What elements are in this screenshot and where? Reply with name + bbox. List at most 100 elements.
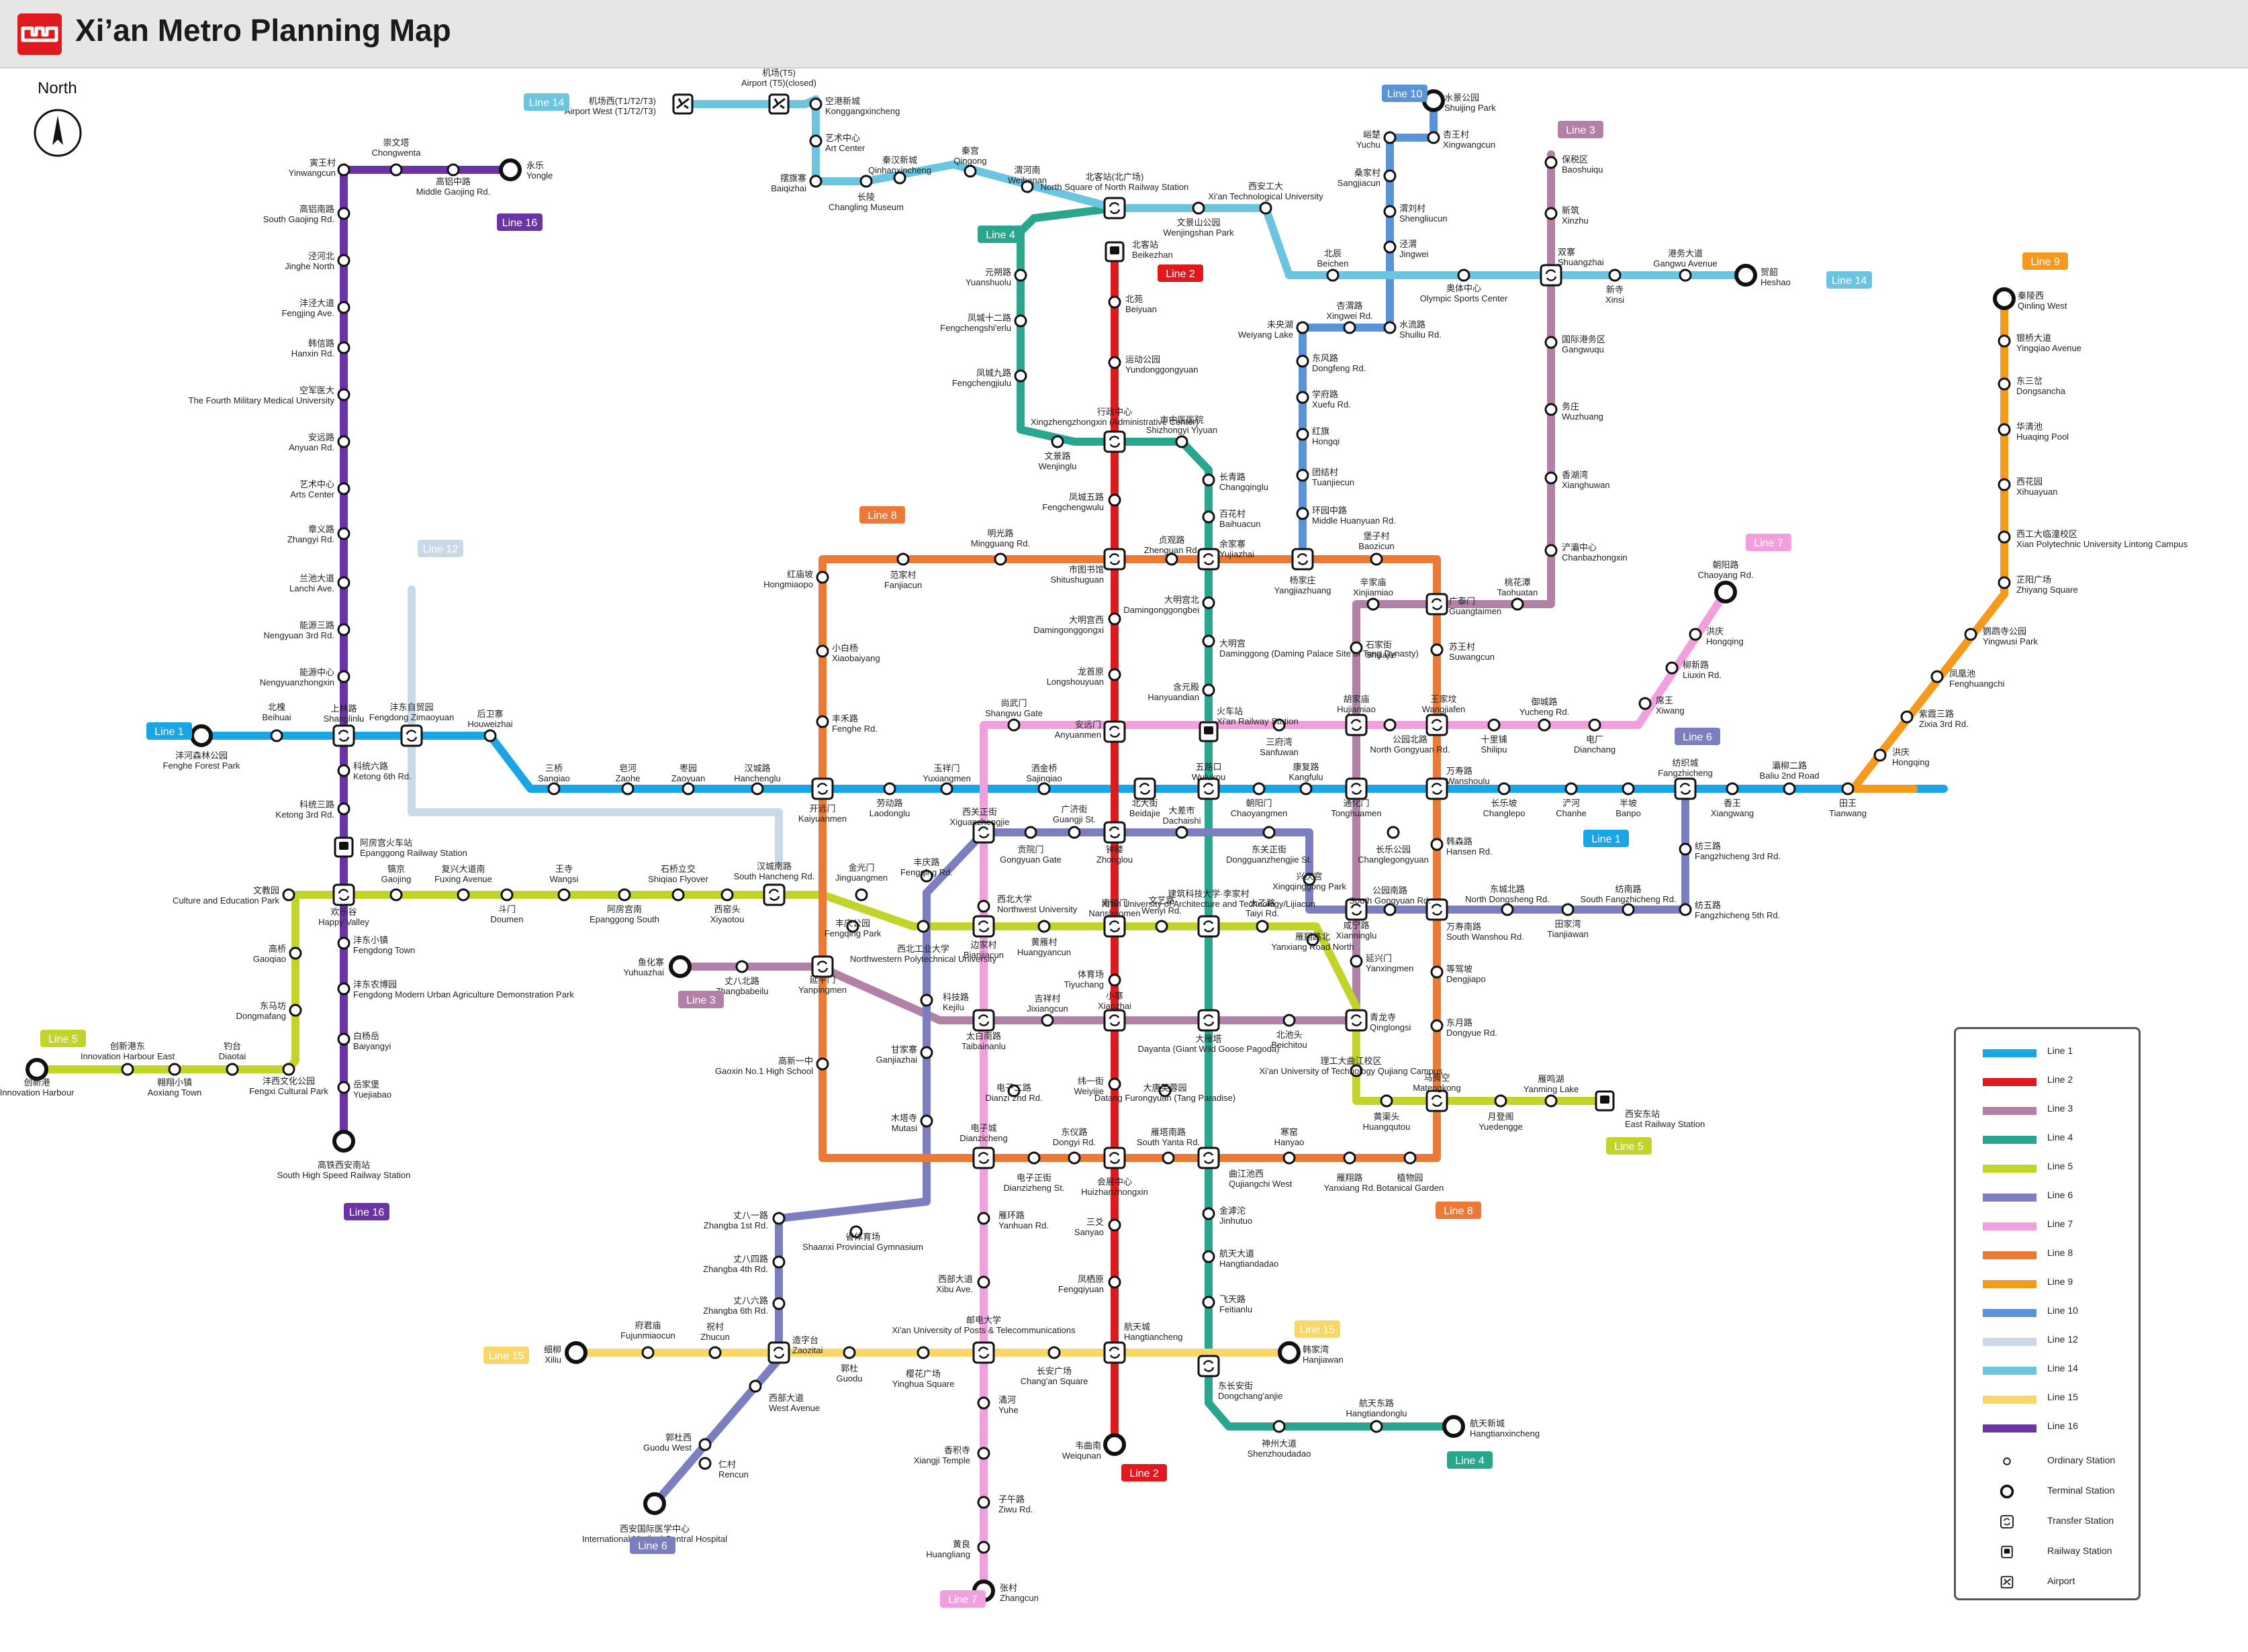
station-transfer[interactable] — [972, 1009, 995, 1032]
station[interactable] — [1197, 1355, 1220, 1377]
station-dot[interactable] — [843, 1346, 856, 1359]
station[interactable] — [190, 724, 213, 747]
station-dot[interactable] — [337, 764, 350, 777]
station[interactable] — [282, 888, 295, 902]
station[interactable] — [1544, 403, 1558, 416]
station-dot[interactable] — [1202, 596, 1215, 610]
station-dot[interactable] — [977, 1541, 990, 1554]
station[interactable] — [557, 888, 571, 902]
station[interactable] — [1457, 269, 1470, 282]
station[interactable] — [1272, 1420, 1286, 1433]
station[interactable] — [843, 1346, 856, 1359]
station[interactable] — [1998, 478, 2011, 491]
station[interactable] — [1202, 1207, 1215, 1220]
station[interactable] — [1383, 321, 1397, 334]
station[interactable] — [1370, 1420, 1383, 1433]
station[interactable] — [337, 623, 350, 636]
station-dot[interactable] — [1108, 295, 1121, 309]
station-transfer[interactable] — [1425, 777, 1448, 800]
station-transfer[interactable] — [972, 821, 995, 844]
station[interactable] — [1175, 826, 1188, 839]
station-dot[interactable] — [772, 1212, 786, 1225]
station-transfer[interactable] — [1425, 714, 1448, 736]
station-dot[interactable] — [1487, 718, 1501, 732]
station-dot[interactable] — [337, 301, 350, 314]
station[interactable] — [1282, 1014, 1296, 1027]
station[interactable] — [499, 158, 522, 181]
station-dot[interactable] — [337, 207, 350, 220]
station-dot[interactable] — [1108, 1077, 1121, 1091]
station[interactable] — [337, 670, 350, 683]
station[interactable] — [337, 982, 350, 995]
station[interactable] — [1993, 287, 2016, 310]
station[interactable] — [483, 729, 497, 742]
station[interactable] — [1998, 334, 2011, 348]
station-dot[interactable] — [1511, 597, 1524, 611]
station[interactable] — [977, 1212, 990, 1225]
station-dot[interactable] — [337, 1081, 350, 1094]
station-dot[interactable] — [337, 576, 350, 589]
station-dot[interactable] — [1430, 965, 1444, 979]
station[interactable] — [1296, 469, 1309, 482]
station[interactable] — [816, 1057, 829, 1071]
station-dot[interactable] — [1158, 1084, 1172, 1098]
station-dot[interactable] — [917, 920, 930, 933]
station-transfer[interactable] — [332, 883, 355, 906]
station-dot[interactable] — [226, 1063, 239, 1076]
station-dot[interactable] — [337, 163, 350, 177]
station-dot[interactable] — [1350, 1064, 1363, 1077]
station-transfer[interactable] — [1425, 593, 1448, 616]
station[interactable] — [1501, 903, 1514, 916]
station-terminal[interactable] — [1734, 264, 1757, 287]
station[interactable] — [1326, 269, 1340, 282]
station[interactable] — [1370, 552, 1383, 566]
station[interactable] — [977, 1396, 990, 1410]
station[interactable] — [1674, 777, 1697, 800]
station[interactable] — [1158, 1084, 1172, 1098]
station-transfer[interactable] — [767, 1341, 790, 1364]
station[interactable] — [1278, 1341, 1301, 1364]
station-dot[interactable] — [1873, 748, 1887, 762]
station[interactable] — [1007, 718, 1021, 732]
station-dot[interactable] — [1108, 668, 1121, 681]
station[interactable] — [1252, 782, 1266, 795]
station[interactable] — [1930, 670, 1944, 683]
station[interactable] — [896, 552, 910, 566]
station-dot[interactable] — [1383, 240, 1397, 254]
station-dot[interactable] — [1544, 1094, 1558, 1108]
station-dot[interactable] — [1383, 131, 1397, 144]
station-dot[interactable] — [809, 134, 823, 148]
station-dot[interactable] — [809, 97, 823, 111]
station-transfer[interactable] — [1345, 1009, 1368, 1032]
station-dot[interactable] — [337, 982, 350, 995]
station-dot[interactable] — [751, 782, 764, 795]
station-dot[interactable] — [557, 888, 571, 902]
station[interactable] — [337, 207, 350, 220]
station-dot[interactable] — [964, 164, 977, 178]
station[interactable] — [671, 888, 685, 902]
station-transfer[interactable] — [1133, 777, 1156, 800]
station-dot[interactable] — [1544, 336, 1558, 349]
station[interactable] — [1202, 1296, 1215, 1309]
station-dot[interactable] — [849, 1225, 863, 1238]
station-dot[interactable] — [917, 1346, 930, 1359]
station-dot[interactable] — [1108, 356, 1121, 369]
station-dot[interactable] — [1252, 782, 1266, 795]
station[interactable] — [809, 97, 823, 111]
station[interactable] — [1296, 354, 1309, 368]
station[interactable] — [1007, 1084, 1021, 1098]
station[interactable] — [1430, 1019, 1444, 1032]
station[interactable] — [920, 1114, 933, 1128]
station[interactable] — [1998, 530, 2011, 544]
station[interactable] — [1291, 548, 1314, 571]
station-terminal[interactable] — [1278, 1341, 1301, 1364]
station[interactable] — [1047, 1346, 1061, 1359]
station-dot[interactable] — [977, 1212, 990, 1225]
station-dot[interactable] — [920, 1046, 933, 1059]
station-dot[interactable] — [920, 993, 933, 1007]
station-dot[interactable] — [1027, 1151, 1041, 1165]
station[interactable] — [1202, 473, 1215, 487]
station-dot[interactable] — [1162, 1151, 1175, 1165]
station[interactable] — [1108, 493, 1121, 507]
station-dot[interactable] — [1544, 207, 1558, 220]
